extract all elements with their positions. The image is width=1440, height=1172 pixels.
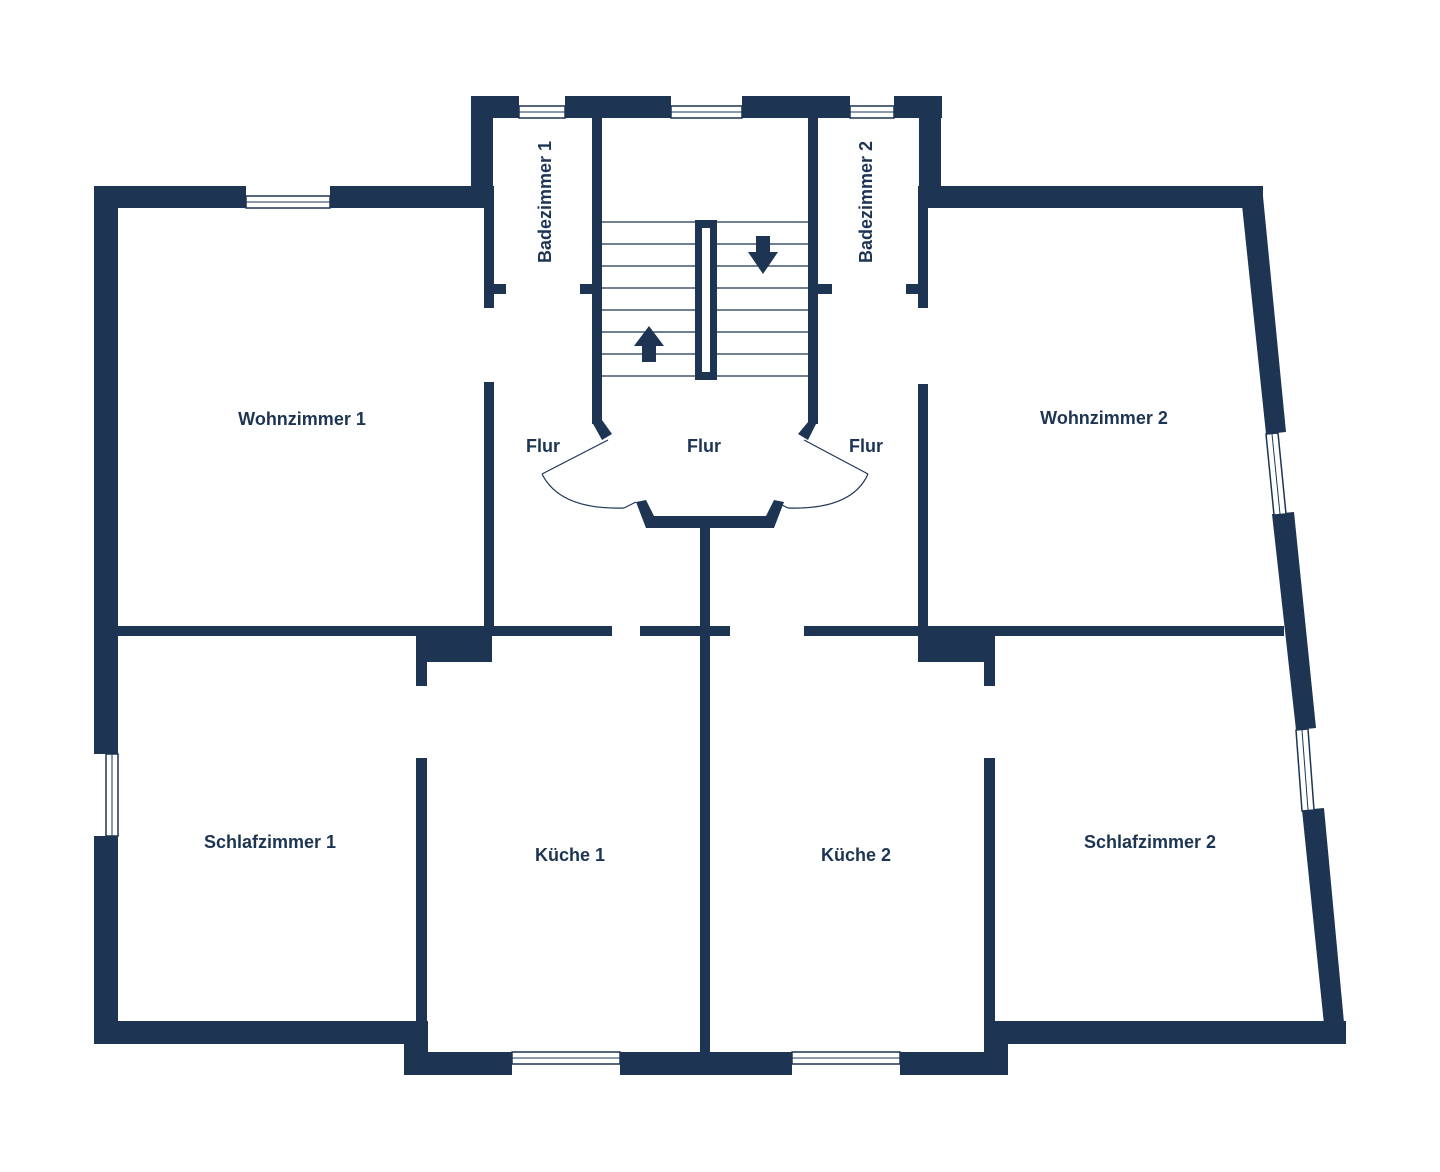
stair-up-arrow-icon — [634, 326, 664, 362]
room-label-schlafzimmer-1: Schlafzimmer 1 — [204, 832, 336, 852]
interior-walls — [118, 118, 1284, 1052]
room-label-schlafzimmer-2: Schlafzimmer 2 — [1084, 832, 1216, 852]
stair-down-arrow-icon — [748, 236, 778, 274]
outer-walls — [94, 96, 1346, 1075]
room-label-flur-right: Flur — [849, 436, 883, 456]
doors — [541, 439, 869, 509]
windows — [105, 105, 1315, 1065]
room-label-flur-center: Flur — [687, 436, 721, 456]
room-label-wohnzimmer-2: Wohnzimmer 2 — [1040, 408, 1168, 428]
room-label-badezimmer-1: Badezimmer 1 — [535, 141, 555, 263]
staircase — [602, 220, 808, 380]
room-label-kueche-2: Küche 2 — [821, 845, 891, 865]
room-labels: Wohnzimmer 1 Wohnzimmer 2 Badezimmer 1 B… — [204, 141, 1216, 865]
room-label-wohnzimmer-1: Wohnzimmer 1 — [238, 409, 366, 429]
room-label-flur-left: Flur — [526, 436, 560, 456]
room-label-badezimmer-2: Badezimmer 2 — [856, 141, 876, 263]
room-label-kueche-1: Küche 1 — [535, 845, 605, 865]
